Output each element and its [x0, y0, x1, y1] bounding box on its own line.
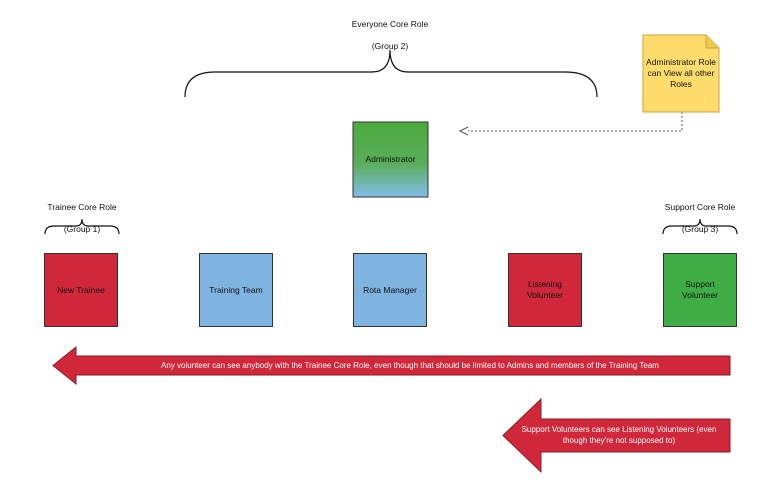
note-text: Administrator Role can View all other Ro… — [646, 57, 716, 89]
note-connector-arrowhead — [458, 126, 469, 136]
note-connector — [468, 112, 683, 132]
note-fold — [705, 35, 719, 49]
trainee-group-title: Trainee Core Role — [47, 202, 117, 212]
new-trainee-label: New Trainee — [57, 284, 105, 295]
trainee-visibility-text: Any volunteer can see anybody with the T… — [161, 361, 659, 370]
administrator-label: Administrator — [365, 154, 416, 164]
trainee-group-label: Trainee Core Role (Group 1) — [32, 191, 132, 246]
support-visibility-text: Support Volunteers can see Listening Vol… — [521, 425, 717, 445]
support-brace — [662, 218, 738, 235]
everyone-brace — [184, 49, 598, 98]
trainee-visibility-arrow — [52, 345, 731, 386]
new-trainee-box: New Trainee — [44, 253, 118, 327]
support-volunteer-box: Support Volunteer — [663, 253, 737, 327]
listening-volunteer-label: Listening Volunteer — [527, 279, 563, 300]
rota-manager-label: Rota Manager — [363, 284, 417, 295]
trainee-brace — [44, 218, 120, 235]
listening-volunteer-box: Listening Volunteer — [508, 253, 582, 327]
trainee-group-sub: (Group 1) — [63, 224, 101, 234]
administrator-label-wrap: Administrator — [353, 122, 428, 197]
everyone-group-title: Everyone Core Role — [351, 19, 429, 29]
note-shape — [642, 34, 720, 113]
support-group-label: Support Core Role (Group 3) — [650, 191, 750, 246]
everyone-group-sub: (Group 2) — [371, 41, 409, 51]
everyone-group-label: Everyone Core Role (Group 2) — [330, 8, 450, 63]
training-team-box: Training Team — [199, 253, 273, 327]
support-volunteer-label: Support Volunteer — [682, 279, 718, 300]
administrator-box — [352, 121, 429, 198]
rota-manager-box: Rota Manager — [353, 253, 427, 327]
support-visibility-arrow — [502, 397, 731, 474]
support-group-title: Support Core Role — [664, 202, 736, 212]
support-group-sub: (Group 3) — [681, 224, 719, 234]
training-team-label: Training Team — [209, 284, 263, 295]
